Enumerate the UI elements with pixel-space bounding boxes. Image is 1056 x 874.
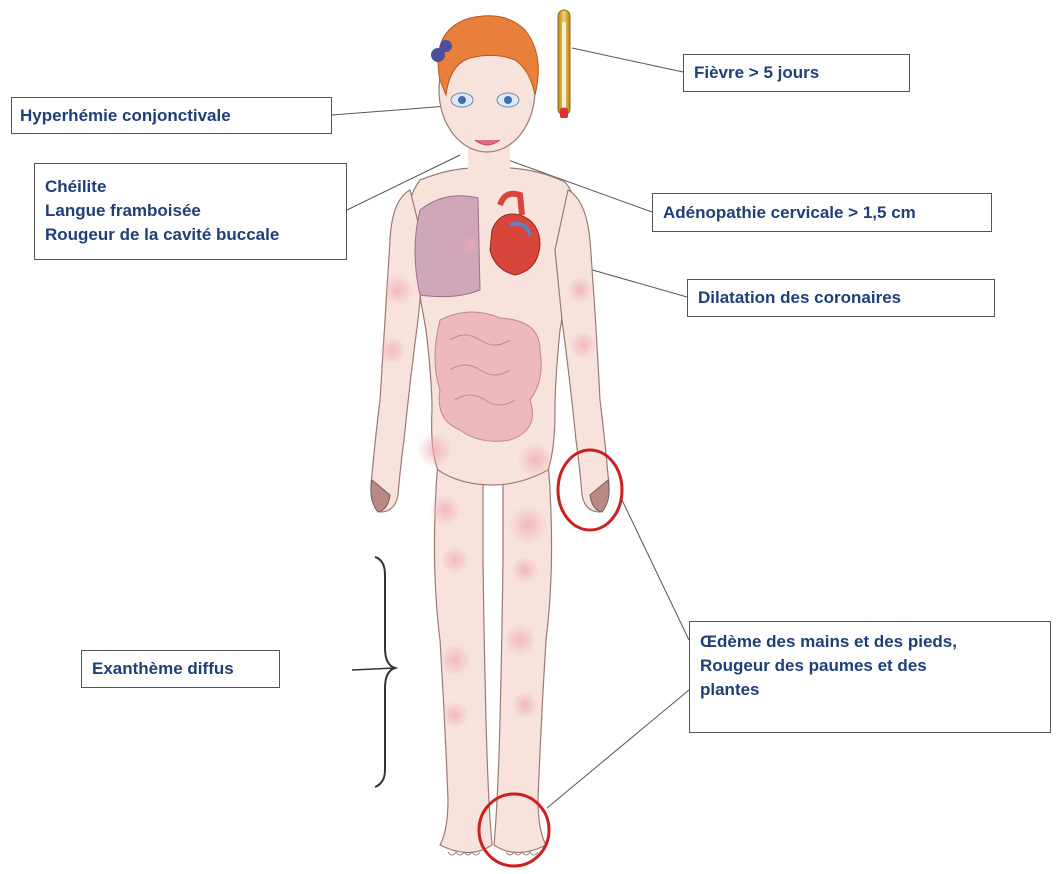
- label-langue-text: Langue framboisée: [45, 199, 336, 223]
- label-rougeur-buccale-text: Rougeur de la cavité buccale: [45, 223, 336, 247]
- label-bouche: Chéilite Langue framboisée Rougeur de la…: [34, 163, 347, 260]
- intestines: [435, 312, 541, 441]
- label-adenopathie: Adénopathie cervicale > 1,5 cm: [652, 193, 992, 232]
- label-exantheme: Exanthème diffus: [81, 650, 280, 688]
- label-adenopathie-text: Adénopathie cervicale > 1,5 cm: [663, 201, 981, 225]
- bracket-leader: [352, 668, 395, 670]
- label-dilatation: Dilatation des coronaires: [687, 279, 995, 317]
- label-hyperhemie: Hyperhémie conjonctivale: [11, 97, 332, 134]
- label-dilatation-text: Dilatation des coronaires: [698, 286, 984, 310]
- label-oedeme-line1: Œdème des mains et des pieds,: [700, 630, 1040, 654]
- label-oedeme: Œdème des mains et des pieds, Rougeur de…: [689, 621, 1051, 733]
- label-fievre-text: Fièvre > 5 jours: [694, 61, 899, 85]
- label-cheilite-text: Chéilite: [45, 175, 336, 199]
- bracket-exantheme: [375, 557, 395, 787]
- thermometer-icon: [558, 10, 570, 118]
- label-exantheme-text: Exanthème diffus: [92, 657, 269, 681]
- label-oedeme-line2: Rougeur des paumes et des: [700, 654, 1040, 678]
- label-hyperhemie-text: Hyperhémie conjonctivale: [20, 104, 323, 128]
- label-fievre: Fièvre > 5 jours: [683, 54, 910, 92]
- label-oedeme-line3: plantes: [700, 678, 1040, 702]
